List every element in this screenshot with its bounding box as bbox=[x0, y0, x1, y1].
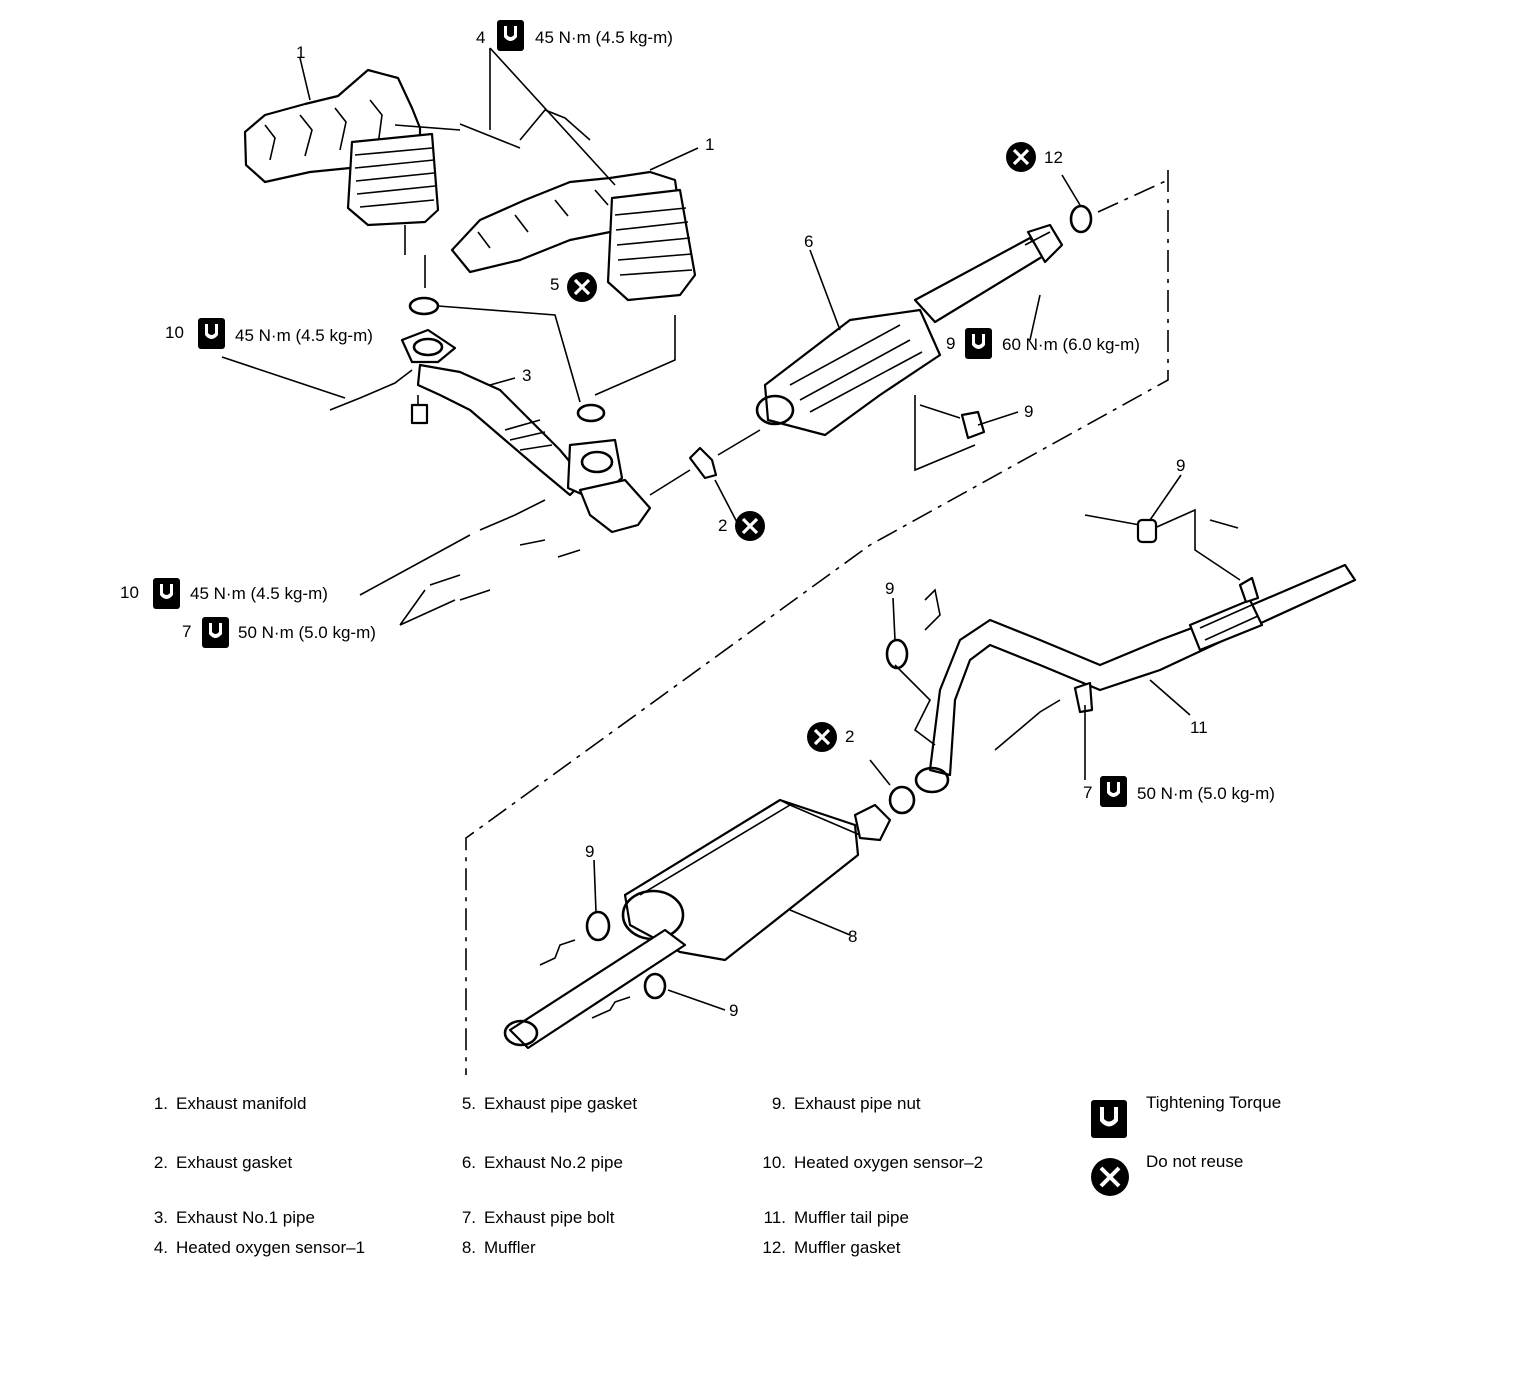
callout-12: 12 bbox=[1044, 148, 1063, 167]
legend-item: 6. Exhaust No.2 pipe bbox=[448, 1153, 623, 1173]
torque-spec-pipe-bolt-right: 50 N·m (5.0 kg-m) bbox=[1137, 784, 1275, 803]
exhaust-manifold-front bbox=[243, 68, 521, 288]
assembly-boundary-line bbox=[465, 170, 1169, 1075]
callout-10-lower: 10 bbox=[120, 583, 139, 602]
legend-item: 12. Muffler gasket bbox=[758, 1238, 900, 1258]
callout-9-hanger-right: 9 bbox=[1176, 456, 1185, 475]
legend-label: Exhaust gasket bbox=[176, 1153, 293, 1172]
legend-item: 3. Exhaust No.1 pipe bbox=[140, 1208, 315, 1228]
torque-wrench-icon bbox=[1100, 776, 1127, 807]
torque-wrench-icon bbox=[965, 328, 992, 359]
leader-lines bbox=[221, 47, 1191, 1011]
legend-label: Heated oxygen sensor–2 bbox=[794, 1153, 984, 1172]
do-not-reuse-label: Do not reuse bbox=[1146, 1152, 1244, 1171]
torque-wrench-icon bbox=[497, 20, 524, 51]
do-not-reuse-icon bbox=[1004, 140, 1038, 174]
assembly-boundary-line-top bbox=[1097, 179, 1169, 213]
muffler bbox=[503, 798, 892, 1050]
callout-7-right: 7 bbox=[1083, 783, 1092, 802]
torque-wrench-icon bbox=[198, 318, 225, 349]
torque-wrench-icon bbox=[1091, 1100, 1127, 1138]
callout-10-upper: 10 bbox=[165, 323, 184, 342]
legend-label: Muffler tail pipe bbox=[794, 1208, 909, 1227]
callout-2-upper: 2 bbox=[718, 516, 727, 535]
exhaust-manifold-rear bbox=[450, 170, 697, 396]
legend-label: Exhaust pipe nut bbox=[794, 1094, 921, 1113]
legend-number: 2. bbox=[153, 1153, 168, 1172]
legend-number: 5. bbox=[461, 1094, 476, 1113]
legend-number: 7. bbox=[461, 1208, 476, 1227]
legend-label: Heated oxygen sensor–1 bbox=[176, 1238, 366, 1257]
callout-5: 5 bbox=[550, 275, 559, 294]
legend-item: 1. Exhaust manifold bbox=[140, 1094, 307, 1114]
legend-label: Exhaust manifold bbox=[176, 1094, 307, 1113]
legend-label: Exhaust No.2 pipe bbox=[484, 1153, 623, 1172]
legend-item: 10. Heated oxygen sensor–2 bbox=[758, 1153, 983, 1173]
legend-number: 12. bbox=[762, 1238, 786, 1257]
callout-3: 3 bbox=[522, 366, 531, 385]
legend-number: 9. bbox=[771, 1094, 786, 1113]
torque-spec-sensor-2-upper: 45 N·m (4.5 kg-m) bbox=[235, 326, 373, 345]
legend-number: 4. bbox=[153, 1238, 168, 1257]
exhaust-no1-pipe bbox=[400, 328, 652, 534]
legend-label: Muffler gasket bbox=[794, 1238, 901, 1257]
torque-wrench-icon bbox=[202, 617, 229, 648]
do-not-reuse-icon bbox=[805, 720, 839, 754]
callout-1-upper: 1 bbox=[296, 43, 305, 62]
exhaust-gasket-lower bbox=[869, 759, 916, 815]
callout-8: 8 bbox=[848, 927, 857, 946]
torque-spec-pipe-nut: 60 N·m (6.0 kg-m) bbox=[1002, 335, 1140, 354]
callout-1-center: 1 bbox=[705, 135, 714, 154]
exhaust-gasket-upper bbox=[649, 429, 761, 496]
do-not-reuse-icon bbox=[565, 270, 599, 304]
callout-2-lower: 2 bbox=[845, 727, 854, 746]
legend-label: Exhaust No.1 pipe bbox=[176, 1208, 315, 1227]
legend-number: 3. bbox=[153, 1208, 168, 1227]
legend-item: 2. Exhaust gasket bbox=[140, 1153, 292, 1173]
exhaust-pipe-gasket bbox=[408, 296, 606, 423]
callout-9-hanger-mid: 9 bbox=[885, 579, 894, 598]
muffler-gasket bbox=[1061, 174, 1093, 234]
do-not-reuse-icon bbox=[1091, 1158, 1129, 1196]
legend-item: 7. Exhaust pipe bolt bbox=[448, 1208, 615, 1228]
torque-spec-pipe-bolt-left: 50 N·m (5.0 kg-m) bbox=[238, 623, 376, 642]
legend-label: Muffler bbox=[484, 1238, 536, 1257]
legend-item: 11. Muffler tail pipe bbox=[758, 1208, 909, 1228]
callout-4: 4 bbox=[476, 28, 485, 47]
do-not-reuse-icon bbox=[733, 509, 767, 543]
callout-7-left: 7 bbox=[182, 622, 191, 641]
exhaust-no2-pipe bbox=[755, 223, 1064, 472]
torque-spec-sensor-2-lower: 45 N·m (4.5 kg-m) bbox=[190, 584, 328, 603]
legend-item: 4. Heated oxygen sensor–1 bbox=[140, 1238, 365, 1258]
callout-9-muffler-bottom: 9 bbox=[729, 1001, 738, 1020]
tightening-torque-label: Tightening Torque bbox=[1146, 1093, 1282, 1112]
legend-number: 10. bbox=[762, 1153, 786, 1172]
callout-9-clamp: 9 bbox=[1024, 402, 1033, 421]
legend-number: 8. bbox=[461, 1238, 476, 1257]
callout-9-torque: 9 bbox=[946, 334, 955, 353]
heated-oxygen-sensors bbox=[329, 109, 591, 601]
legend-label: Exhaust pipe gasket bbox=[484, 1094, 638, 1113]
legend-label: Exhaust pipe bolt bbox=[484, 1208, 615, 1227]
torque-spec-sensor-1: 45 N·m (4.5 kg-m) bbox=[535, 28, 673, 47]
callout-6: 6 bbox=[804, 232, 813, 251]
muffler-tail-pipe bbox=[885, 508, 1357, 794]
legend-number: 1. bbox=[153, 1094, 168, 1113]
legend-number: 6. bbox=[461, 1153, 476, 1172]
legend-number: 11. bbox=[763, 1208, 786, 1227]
callout-11: 11 bbox=[1190, 718, 1208, 737]
legend-item: 5. Exhaust pipe gasket bbox=[448, 1094, 637, 1114]
legend-item: 8. Muffler bbox=[448, 1238, 536, 1258]
torque-wrench-icon bbox=[153, 578, 180, 609]
legend-item: 9. Exhaust pipe nut bbox=[758, 1094, 921, 1114]
callout-9-muffler-top: 9 bbox=[585, 842, 594, 861]
